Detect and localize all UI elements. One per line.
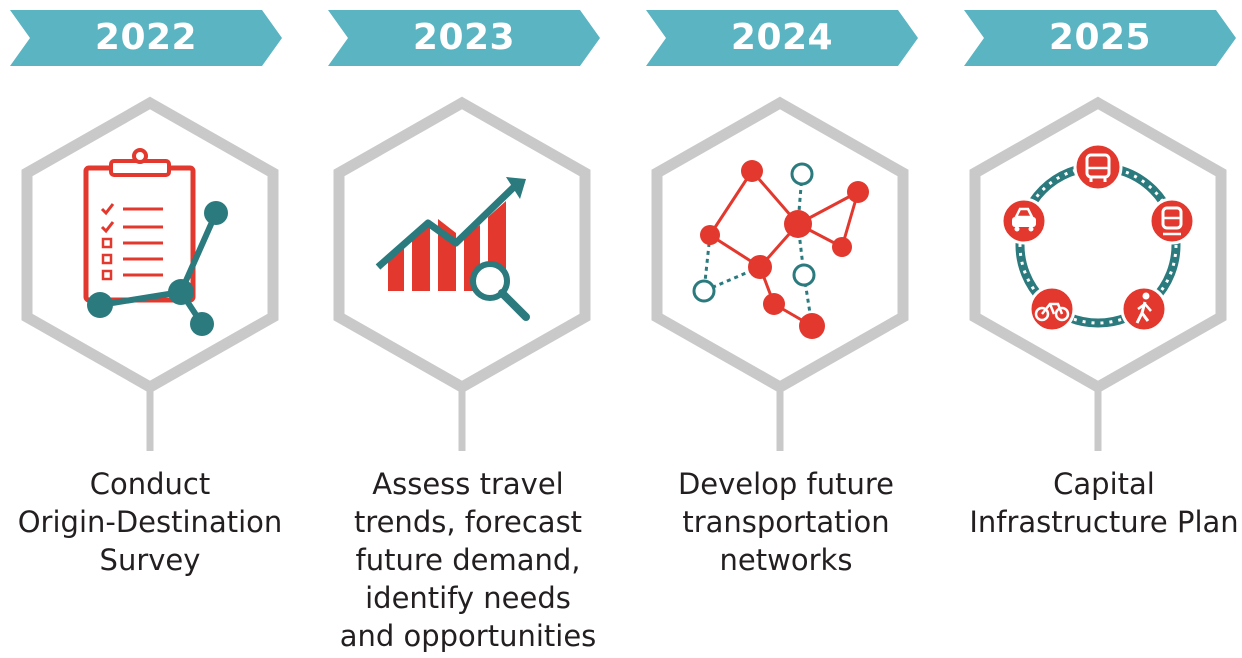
pedestrian-icon bbox=[1120, 285, 1168, 333]
hexagon-frame bbox=[648, 95, 912, 455]
hexagon-frame bbox=[330, 95, 594, 455]
banner-arrow-shape bbox=[328, 10, 600, 66]
banner-arrow-shape bbox=[10, 10, 282, 66]
step-caption: Assess travel trends, forecast future de… bbox=[339, 467, 597, 653]
multimodal-cycle-icon bbox=[1000, 142, 1196, 333]
hexagon-frame bbox=[966, 95, 1230, 455]
car-icon bbox=[1000, 197, 1048, 245]
banner-arrow-shape bbox=[964, 10, 1236, 66]
bicycle-icon bbox=[1028, 285, 1076, 333]
timeline-step-2024: 2024 bbox=[636, 0, 946, 658]
step-caption: Develop future transportation networks bbox=[677, 467, 895, 577]
trend-chart-magnifier-icon bbox=[375, 177, 530, 321]
clipboard-survey-icon bbox=[83, 148, 228, 336]
year-label: 2023 bbox=[412, 17, 516, 58]
timeline-step-2025: 2025 bbox=[954, 0, 1242, 658]
year-banner: 2024 bbox=[646, 10, 918, 66]
bus-icon bbox=[1073, 142, 1123, 192]
timeline-step-2022: 2022 bbox=[0, 0, 310, 658]
year-label: 2024 bbox=[730, 17, 834, 58]
step-caption: Conduct Origin-Destination Survey bbox=[17, 467, 283, 577]
train-icon bbox=[1148, 197, 1196, 245]
year-banner: 2023 bbox=[328, 10, 600, 66]
year-banner: 2025 bbox=[964, 10, 1236, 66]
year-label: 2022 bbox=[94, 17, 198, 58]
year-banner: 2022 bbox=[10, 10, 282, 66]
step-caption: Capital Infrastructure Plan bbox=[969, 467, 1239, 539]
hexagon-frame bbox=[18, 95, 282, 455]
year-label: 2025 bbox=[1048, 17, 1152, 58]
banner-arrow-shape bbox=[646, 10, 918, 66]
timeline-step-2023: 2023 Assess travel trends, forecast futu… bbox=[318, 0, 628, 658]
network-nodes-icon bbox=[692, 160, 869, 339]
